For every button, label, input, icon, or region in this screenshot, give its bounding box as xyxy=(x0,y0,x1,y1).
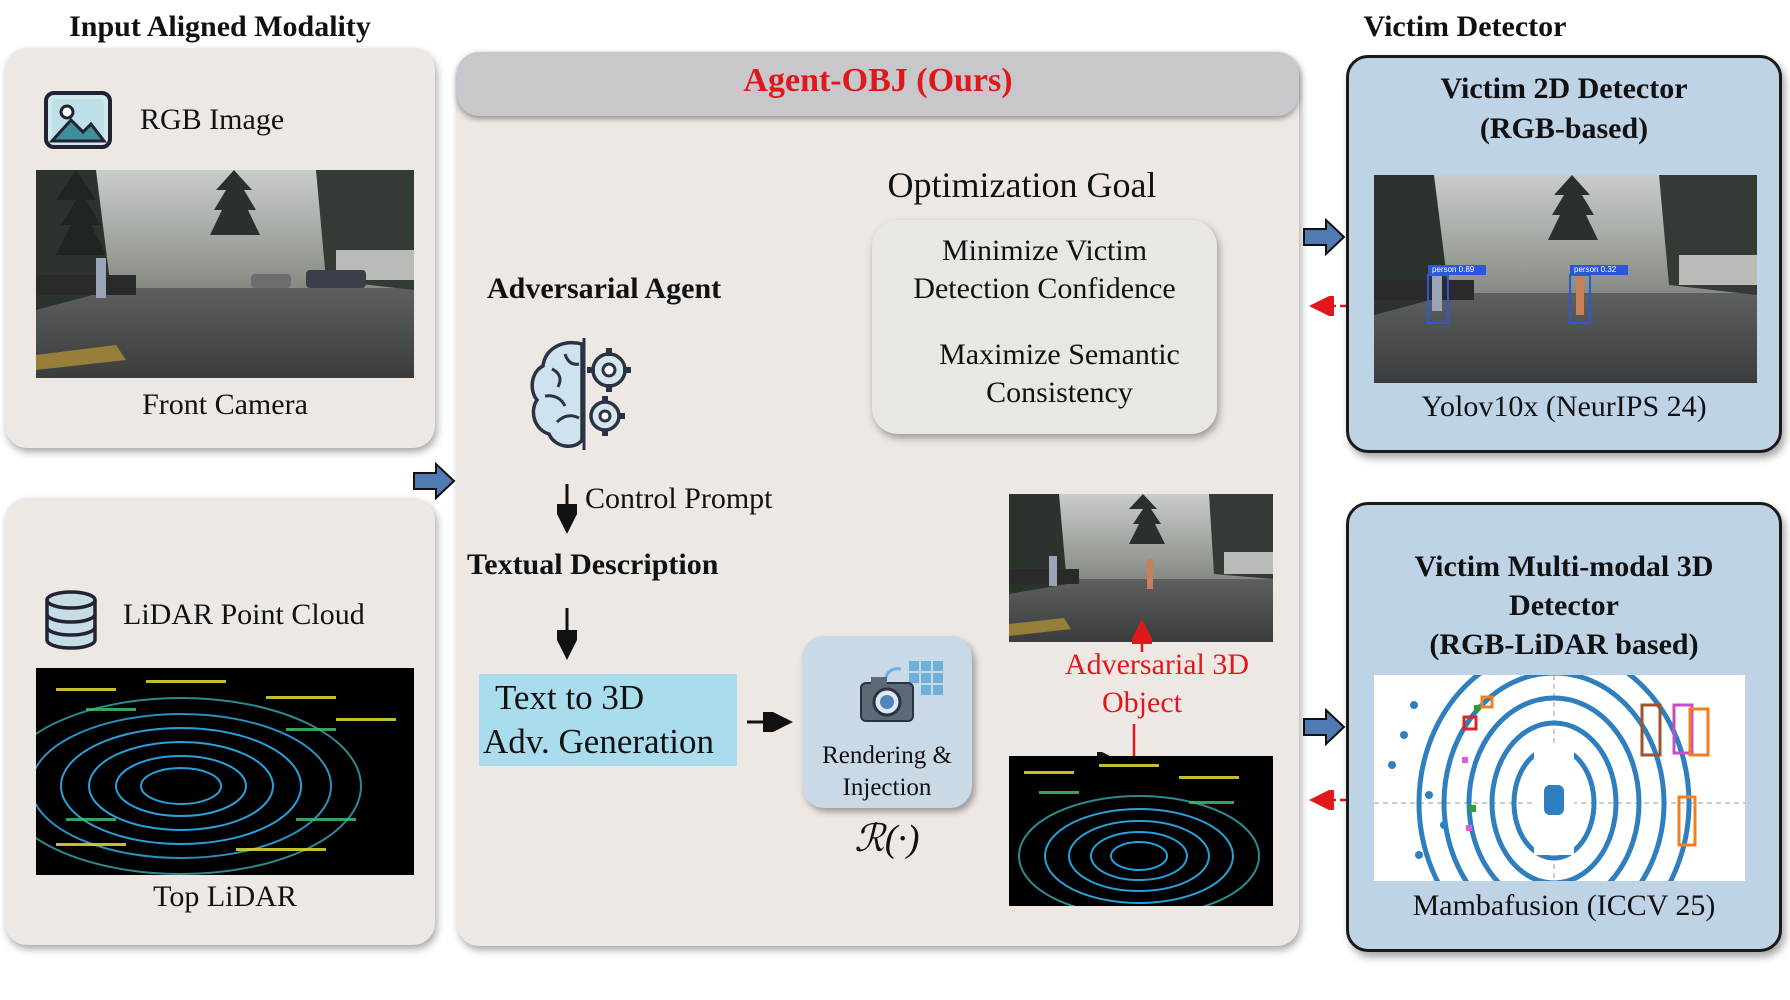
adversarial-object-line1: Adversarial 3D xyxy=(1064,648,1250,681)
adversarial-object-line2: Object xyxy=(1102,686,1182,719)
rgb-input-panel: RGB Image Front Camera xyxy=(5,48,435,448)
agent-to-description-arrow xyxy=(557,484,577,534)
optimization-goal-title: Optimization Goal xyxy=(887,165,1157,205)
rendering-line1: Rendering & xyxy=(822,742,952,769)
database-icon xyxy=(43,590,99,650)
text-to-3d-line1: Text to 3D xyxy=(495,678,645,717)
top-lidar-image xyxy=(36,668,414,875)
agent-obj-title: Agent-OBJ (Ours) xyxy=(743,62,1013,99)
victim-2d-detector-panel: Victim 2D Detector (RGB-based) person 0.… xyxy=(1346,55,1782,453)
adversarial-lidar-image xyxy=(1009,756,1273,906)
brain-gear-icon xyxy=(527,334,637,454)
adversarial-agent-label: Adversarial Agent xyxy=(487,272,722,305)
agent-obj-panel: Agent-OBJ (Ours) Adversarial Agent xyxy=(457,52,1299,946)
front-camera-caption: Front Camera xyxy=(142,388,308,421)
textual-description-label: Textual Description xyxy=(467,548,719,581)
victim-2d-title-line2: (RGB-based) xyxy=(1479,112,1649,145)
agent-to-2d-detector-arrow xyxy=(1303,218,1346,256)
2d-detector-feedback-arrow xyxy=(1309,296,1346,316)
text-to-3d-box xyxy=(479,674,737,766)
victim-3d-detector-panel: Victim Multi-modal 3D Detector (RGB-LiDA… xyxy=(1346,502,1782,952)
rgb-image-label: RGB Image xyxy=(140,103,285,136)
adversarial-camera-image xyxy=(1009,494,1273,642)
header-victim-detector: Victim Detector xyxy=(1363,10,1567,43)
victim-3d-title-line2: Detector xyxy=(1509,589,1619,622)
header-input-aligned-modality: Input Aligned Modality xyxy=(69,10,371,43)
object-to-camera-red-arrow xyxy=(1132,619,1152,652)
input-to-agent-arrow xyxy=(413,462,456,500)
victim-3d-title-line3: (RGB-LiDAR based) xyxy=(1429,628,1699,661)
victim-2d-caption: Yolov10x (NeurIPS 24) xyxy=(1421,390,1707,423)
top-lidar-caption: Top LiDAR xyxy=(153,880,297,913)
goal-maximize-line1: Maximize Semantic xyxy=(939,338,1180,371)
victim-3d-caption: Mambafusion (ICCV 25) xyxy=(1412,889,1716,922)
goal-minimize-line2: Detection Confidence xyxy=(913,272,1176,305)
rendering-line2: Injection xyxy=(842,774,932,801)
agent-title-bar xyxy=(457,52,1299,116)
image-icon xyxy=(43,90,113,150)
lidar-input-panel: LiDAR Point Cloud Top LiDAR xyxy=(5,498,435,945)
control-prompt-label: Control Prompt xyxy=(585,482,773,515)
detection-label-1: person 0.89 xyxy=(1432,265,1475,274)
detection-label-2: person 0.32 xyxy=(1574,265,1617,274)
goal-minimize-line1: Minimize Victim xyxy=(941,234,1148,267)
optimization-goal-box xyxy=(872,220,1217,434)
victim-2d-detection-image xyxy=(1374,175,1757,383)
3d-detector-feedback-arrow xyxy=(1309,790,1346,810)
lidar-point-cloud-label: LiDAR Point Cloud xyxy=(123,598,365,631)
agent-to-3d-detector-arrow xyxy=(1303,708,1346,746)
goal-maximize-line2: Consistency xyxy=(986,376,1133,409)
front-camera-image xyxy=(36,170,414,378)
generation-to-rendering-arrow xyxy=(747,712,793,732)
camera-grid-icon xyxy=(857,657,957,727)
victim-3d-detection-image xyxy=(1374,675,1745,881)
render-function-label: ℛ(·) xyxy=(854,818,920,860)
victim-2d-title-line1: Victim 2D Detector xyxy=(1440,72,1688,105)
text-to-3d-line2: Adv. Generation xyxy=(483,722,714,761)
description-to-generation-arrow xyxy=(557,608,577,660)
victim-3d-title-line1: Victim Multi-modal 3D xyxy=(1414,550,1714,583)
